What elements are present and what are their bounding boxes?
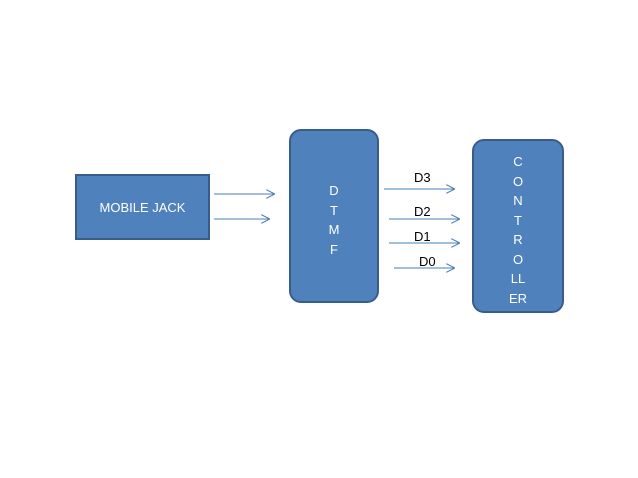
dtmf-letter: T [330,202,338,218]
controller-letter: C [513,154,523,169]
d0-label: D0 [419,254,436,269]
d3-label: D3 [414,170,431,185]
controller-label: C O N T R O LL ER [474,152,562,308]
dtmf-letter: M [328,222,340,237]
controller-letter: O [512,251,524,267]
d1-label: D1 [414,229,431,244]
dtmf-label: D T M F [291,181,377,259]
dtmf-letter: D [329,183,339,198]
controller-letter: O [512,173,524,189]
mobile-jack-block: MOBILE JACK [75,174,210,240]
d2-label: D2 [414,204,431,219]
controller-letter: LL [510,271,526,286]
controller-letter: R [513,232,523,247]
controller-letter: T [514,212,522,228]
dtmf-letter: F [330,241,338,257]
dtmf-block: D T M F [289,129,379,303]
controller-letter: ER [508,290,528,306]
controller-block: C O N T R O LL ER [472,139,564,313]
controller-letter: N [513,193,523,208]
mobile-jack-label: MOBILE JACK [99,199,186,215]
